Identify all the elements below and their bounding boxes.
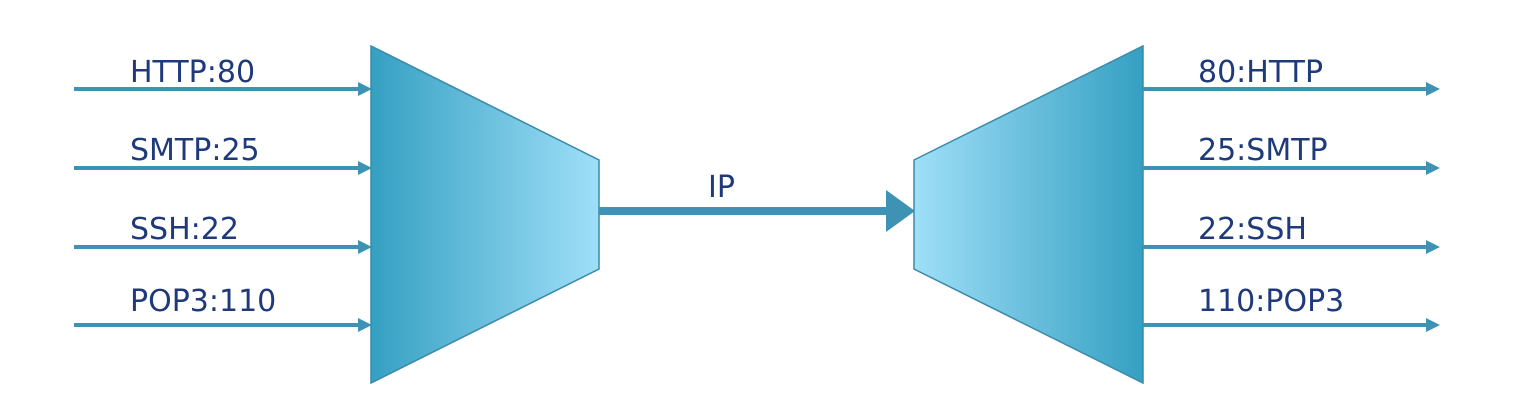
ip-link-arrow (599, 190, 915, 232)
output-arrow (1143, 82, 1440, 96)
output-arrow (1143, 161, 1440, 175)
input-arrows (74, 82, 372, 332)
input-arrow (74, 82, 372, 96)
ip-link-label: IP (708, 170, 735, 205)
output-label-pop3: 110:POP3 (1198, 284, 1345, 319)
output-arrows (1143, 82, 1440, 332)
output-label-ssh: 22:SSH (1198, 212, 1307, 247)
input-label-http: HTTP:80 (130, 55, 256, 90)
output-arrow (1143, 318, 1440, 332)
input-arrow (74, 161, 372, 175)
input-arrow (74, 240, 372, 254)
input-label-pop3: POP3:110 (130, 284, 277, 319)
multiplexer-shape (370, 44, 600, 385)
output-arrow (1143, 240, 1440, 254)
demultiplexer-shape (913, 44, 1144, 385)
output-label-http: 80:HTTP (1198, 55, 1324, 90)
output-label-smtp: 25:SMTP (1198, 133, 1328, 168)
input-arrow (74, 318, 372, 332)
input-label-smtp: SMTP:25 (130, 133, 260, 168)
input-label-ssh: SSH:22 (130, 212, 239, 247)
